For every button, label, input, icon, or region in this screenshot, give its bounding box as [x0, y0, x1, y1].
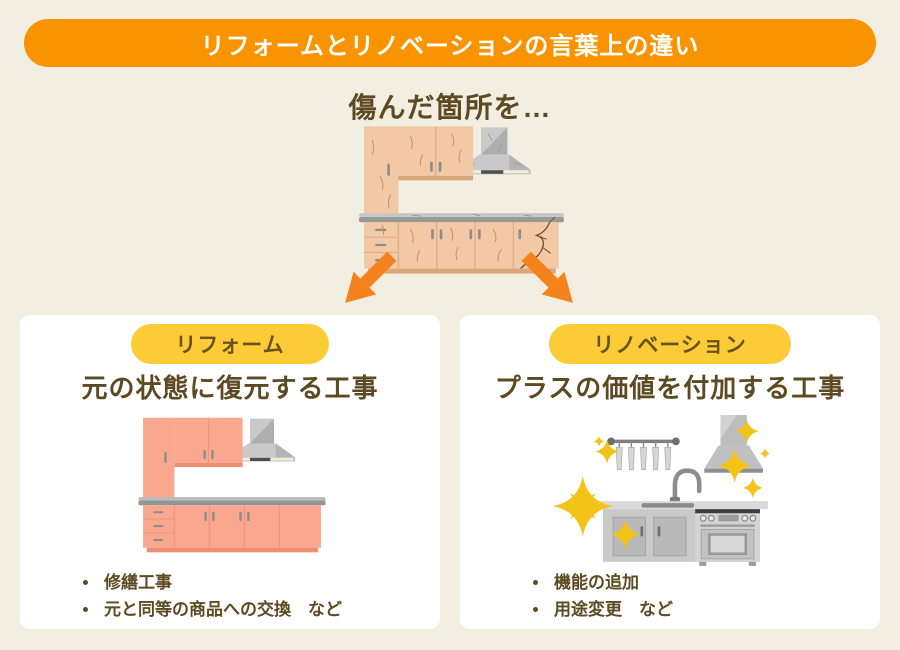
arrow-down-left-icon: [345, 251, 397, 303]
bullet-item: 機能の追加: [550, 572, 673, 594]
bullet-item: 用途変更 など: [550, 599, 673, 621]
intro-label: 傷んだ箇所を…: [348, 92, 552, 123]
page-title: リフォームとリノベーションの言葉上の違い: [200, 32, 700, 60]
reform-badge: リフォーム: [131, 324, 329, 364]
oven-icon: [695, 509, 760, 566]
bullet-item: 元と同等の商品への交換 など: [100, 599, 342, 621]
restored-kitchen-illustration: [138, 417, 326, 553]
renovation-title: プラスの価値を付加する工事: [494, 373, 846, 403]
renovated-kitchen-illustration: [552, 415, 771, 566]
damaged-cabinets: [359, 126, 564, 274]
renovation-bullet-list: 機能の追加 用途変更 など: [530, 572, 673, 626]
faucet-icon: [669, 468, 702, 503]
title-banner: リフォームとリノベーションの言葉上の違い: [24, 19, 876, 67]
crack-branches: [536, 216, 556, 254]
renovation-badge-row: リノベーション: [460, 324, 880, 364]
bullet-item: 修繕工事: [100, 572, 342, 594]
arrow-down-right-icon: [521, 251, 573, 303]
damaged-kitchen-illustration: [359, 126, 564, 274]
reform-title: 元の状態に復元する工事: [81, 373, 379, 403]
renovation-badge: リノベーション: [549, 324, 791, 364]
range-hood-icon: [457, 127, 531, 175]
reform-card: リフォーム 元の状態に復元する工事: [20, 315, 440, 629]
renovation-card: リノベーション プラスの価値を付加する工事: [460, 315, 880, 629]
sparkle-icons: [552, 419, 771, 550]
utensil-rail: [607, 437, 680, 471]
restored-cabinets: [138, 417, 326, 553]
reform-bullet-list: 修繕工事 元と同等の商品への交換 など: [80, 572, 342, 626]
reform-badge-row: リフォーム: [20, 324, 440, 364]
